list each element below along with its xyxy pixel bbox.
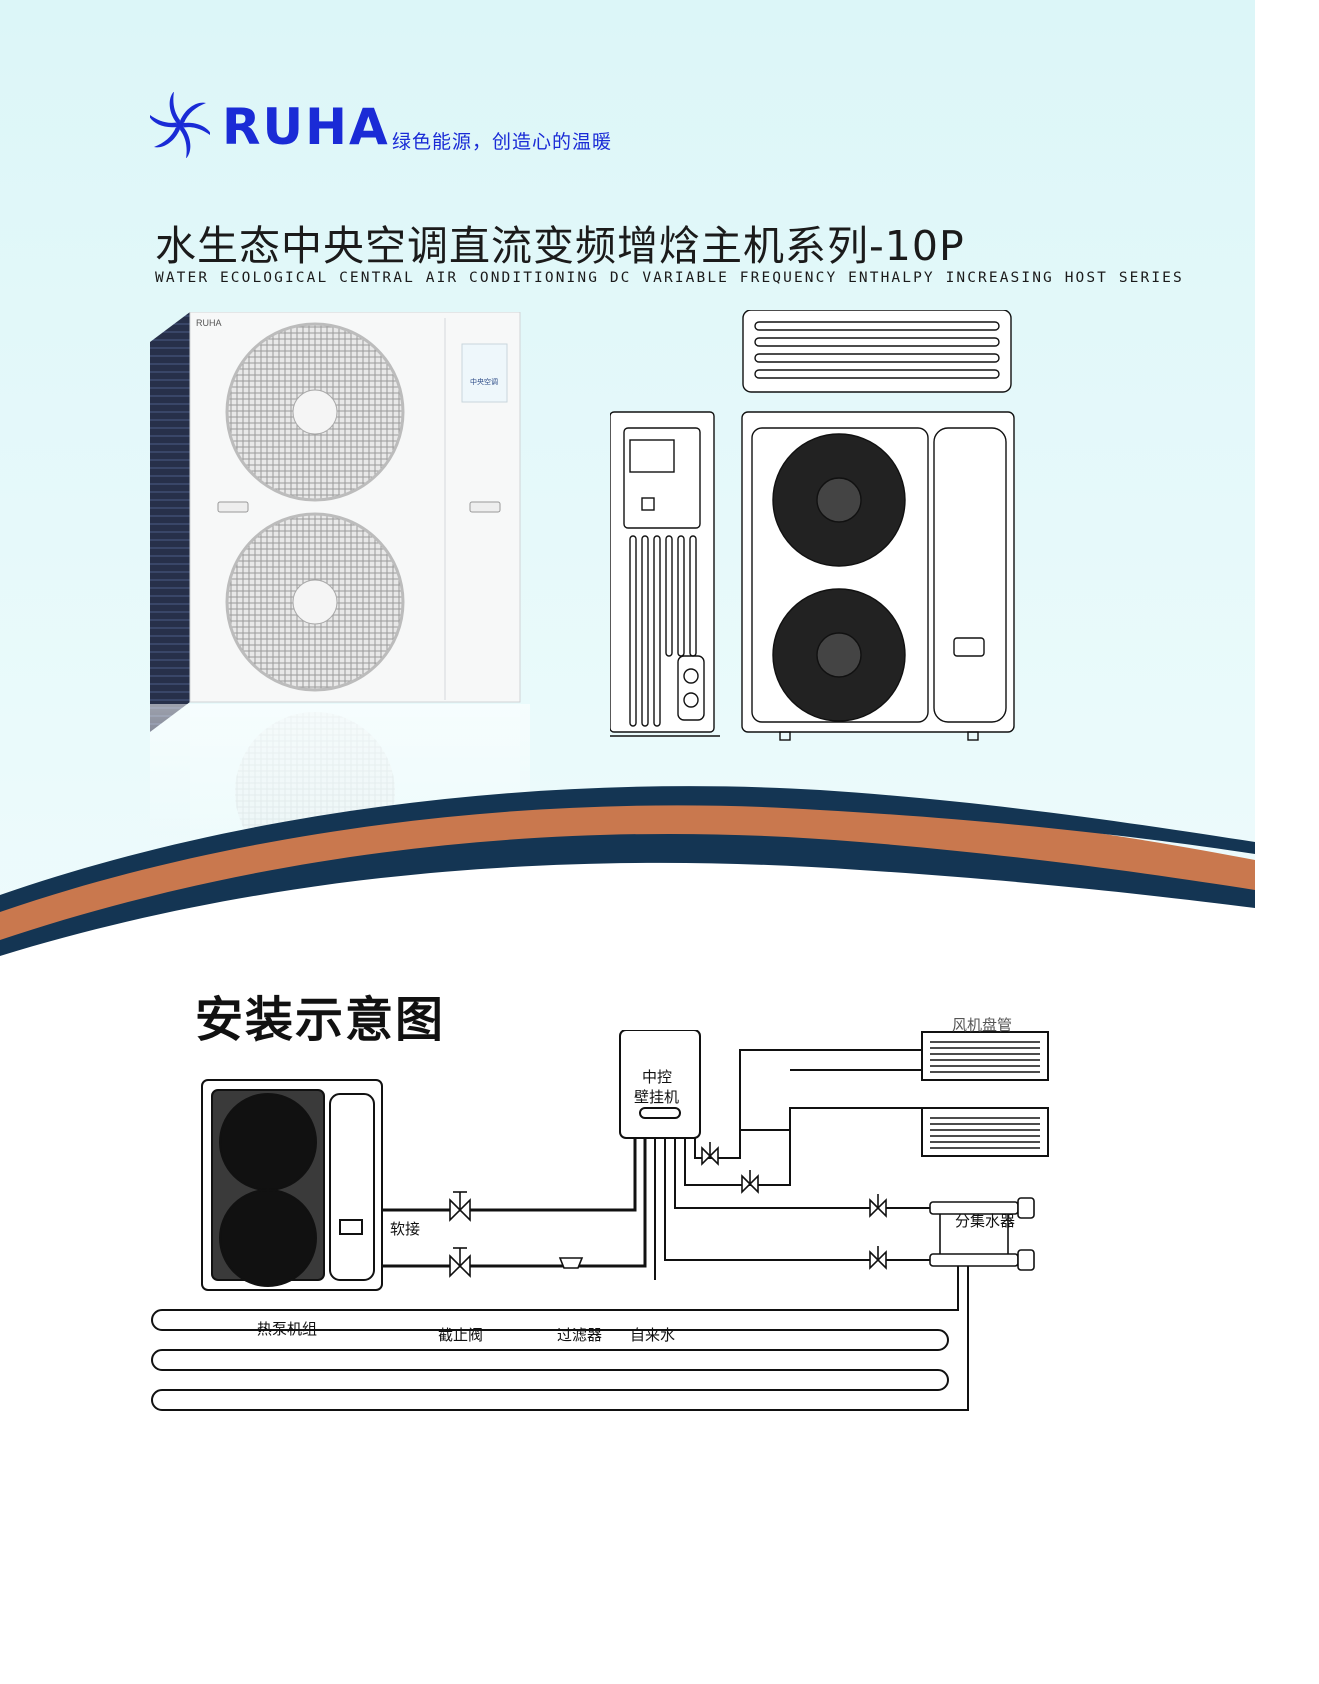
central-controller: [619, 1030, 701, 1139]
product-photo: RUHA 中央空调: [150, 312, 530, 852]
filter: [558, 1257, 584, 1269]
filter-label: 过滤器: [557, 1326, 603, 1344]
side-coil: [150, 312, 190, 732]
main-pipes: [382, 1138, 647, 1268]
manifold-label: 分集水器: [955, 1212, 1016, 1230]
stop-valve-upper: [449, 1191, 471, 1222]
technical-line-drawings: [610, 310, 1015, 741]
lower-fan: [225, 512, 405, 692]
heat-pump-unit: [201, 1079, 383, 1291]
handle-right: [469, 501, 501, 513]
manifold-valve-lower: [869, 1246, 887, 1270]
fan-coil-upper: [921, 1031, 1049, 1081]
decorative-wave: [0, 786, 1255, 960]
water-manifold: [929, 1197, 1035, 1271]
panel-sticker: [461, 343, 508, 403]
fan-coil-valve-2: [741, 1170, 759, 1194]
side-view-drawing: [610, 411, 720, 737]
page-subtitle: WATER ECOLOGICAL CENTRAL AIR CONDITIONIN…: [155, 270, 1184, 286]
brand-name: RUHA: [222, 98, 390, 156]
manifold-valve-upper: [869, 1194, 887, 1218]
installation-diagram: [151, 1030, 1049, 1411]
top-view-drawing: [742, 310, 1012, 393]
controller-label-line1: 中控: [642, 1068, 673, 1086]
page-title: 水生态中央空调直流变频增焓主机系列-10P: [155, 222, 965, 270]
floor-heating-loop: [151, 1266, 969, 1411]
tap-water-label: 自来水: [630, 1326, 676, 1344]
page-margin: [1255, 0, 1319, 1684]
control-wires: [654, 1049, 980, 1280]
swirl-fan-logo-icon: [150, 92, 210, 158]
fan-coil-lower: [921, 1107, 1049, 1157]
fan-coil-label: 风机盘管: [952, 1016, 1013, 1034]
panel-label: 中央空调: [470, 377, 498, 386]
upper-fan: [225, 322, 405, 502]
front-view-drawing: [741, 411, 1015, 741]
install-diagram-title: 安装示意图: [195, 992, 446, 1048]
unit-brand-mark: RUHA: [196, 318, 222, 328]
brand-slogan: 绿色能源，创造心的温暖: [392, 131, 613, 153]
heat-pump-label: 热泵机组: [257, 1320, 318, 1338]
handle-left: [217, 501, 249, 513]
stop-valve-lower: [449, 1247, 471, 1278]
stop-valve-label: 截止阀: [438, 1326, 484, 1344]
hose-label: 软接: [390, 1220, 421, 1238]
fan-coil-valve-1: [701, 1142, 719, 1166]
controller-label-line2: 壁挂机: [634, 1088, 680, 1106]
